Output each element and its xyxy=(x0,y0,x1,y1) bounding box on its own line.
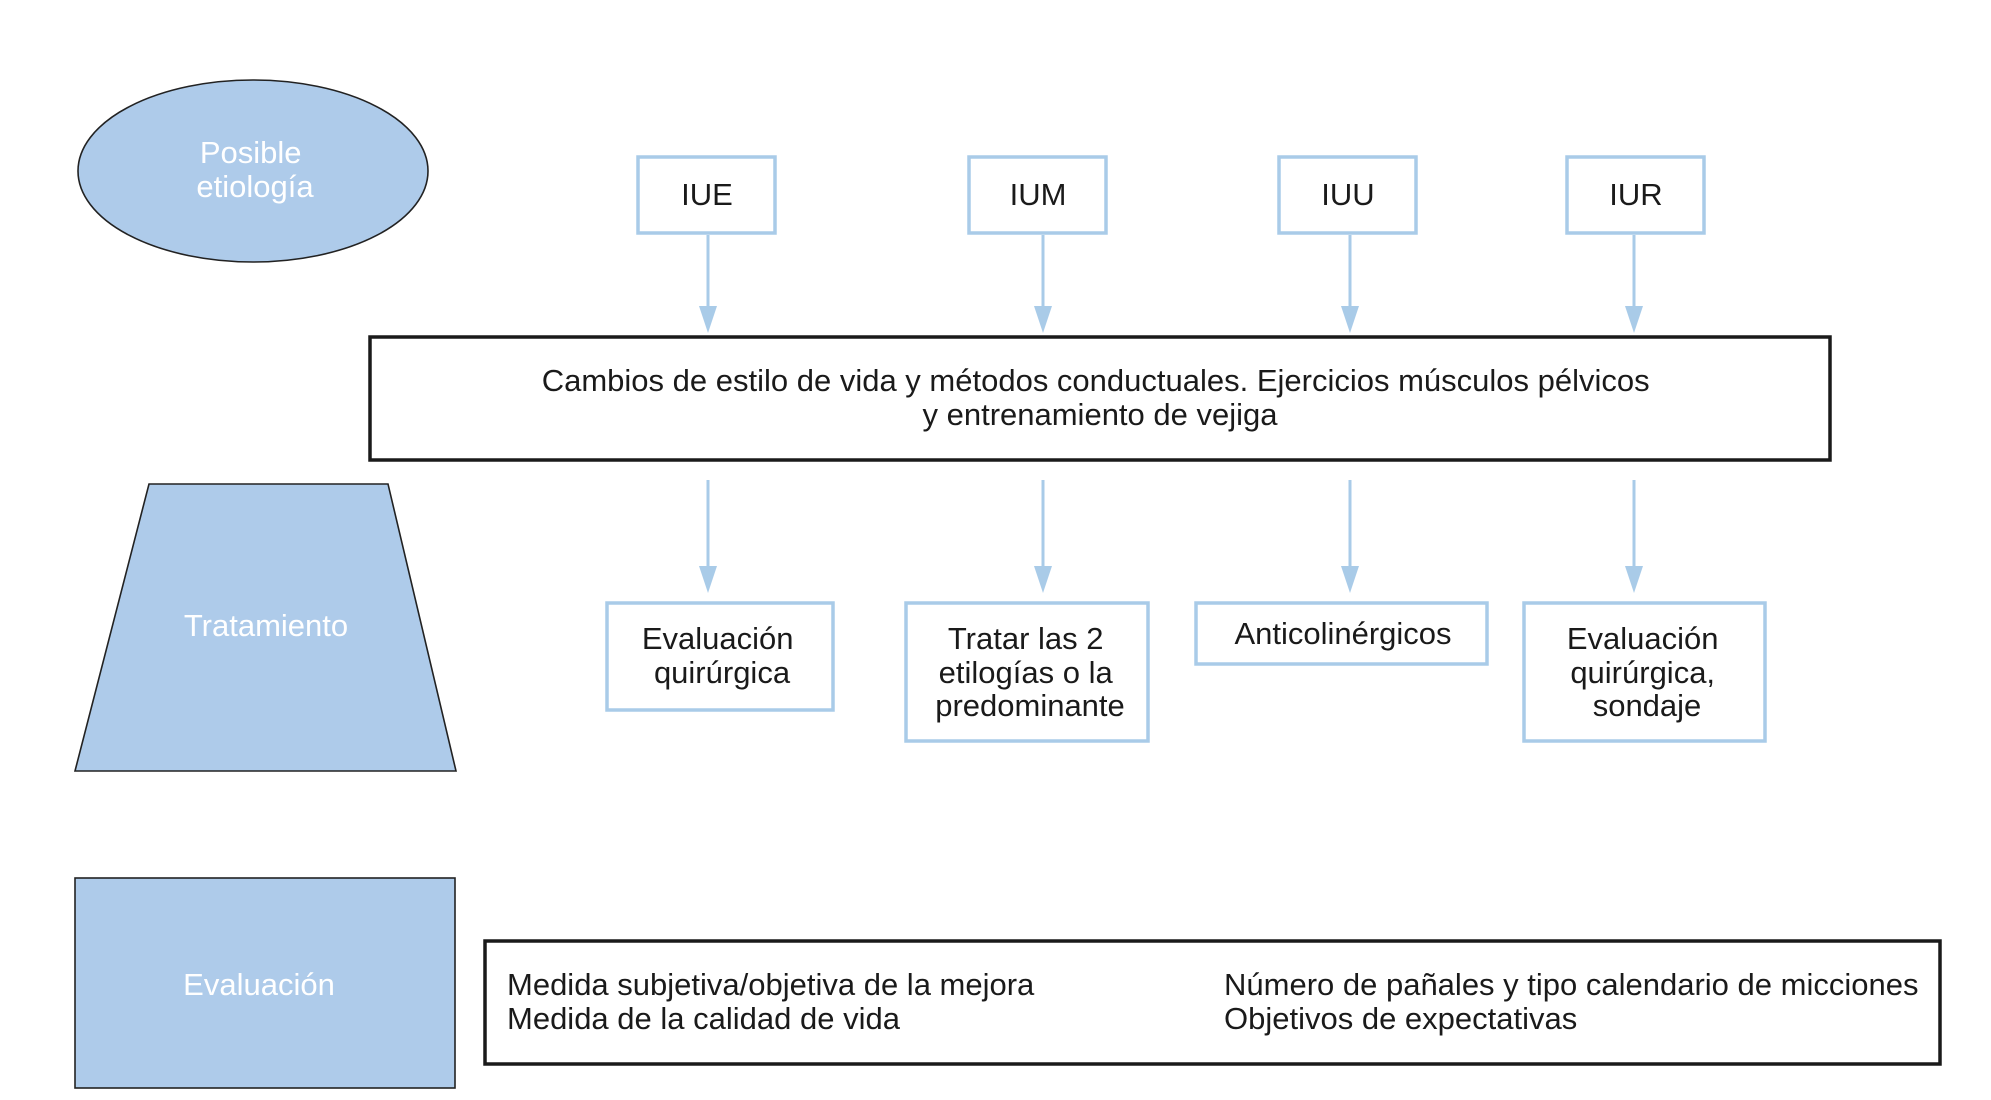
arrow-head xyxy=(1625,566,1643,593)
treatment-line: Evaluación xyxy=(642,621,794,656)
etiology-box xyxy=(967,155,1108,235)
common-treatment-box xyxy=(368,335,1832,462)
etiology-box xyxy=(636,155,777,235)
evaluation-rectangle xyxy=(74,877,456,1089)
treatment-box xyxy=(1522,601,1767,743)
common-treatment: Cambios de estilo de vida y métodos cond… xyxy=(368,335,1832,462)
etiology-type-iur: IUR xyxy=(1565,155,1706,235)
arrow-head xyxy=(1034,306,1052,333)
treatment-text: Tratar las 2 etilogías o la predominante xyxy=(935,621,1125,723)
treatment-trapezoid xyxy=(73,483,458,772)
treatment-line: Tratar las 2 xyxy=(948,621,1104,656)
evaluation-left-text: Medida subjetiva/objetiva de la mejora M… xyxy=(507,967,1043,1036)
treatment-text: Evaluación quirúrgica xyxy=(642,621,802,690)
etiology-type-label: IUE xyxy=(681,177,733,212)
treatment-line: sondaje xyxy=(1593,688,1702,723)
etiology-type-ium: IUM xyxy=(967,155,1108,235)
treatment-both-etiologies: Tratar las 2 etilogías o la predominante xyxy=(904,601,1150,743)
treatment-text: Anticolinérgicos xyxy=(1234,616,1451,651)
treatment-line: Evaluación xyxy=(1567,621,1719,656)
evaluation-category: Evaluación xyxy=(74,877,456,1089)
arrow-head xyxy=(699,306,717,333)
arrow-head xyxy=(1341,566,1359,593)
arrow-head xyxy=(699,566,717,593)
evaluation-item: Medida subjetiva/objetiva de la mejora xyxy=(507,967,1035,1002)
treatment-text: Evaluación quirúrgica, sondaje xyxy=(1567,621,1727,723)
evaluation-box xyxy=(483,939,1942,1066)
evaluation-details: Medida subjetiva/objetiva de la mejora M… xyxy=(483,939,1942,1066)
etiology-type-label: IUR xyxy=(1609,177,1662,212)
treatment-surgical-evaluation: Evaluación quirúrgica xyxy=(605,601,835,712)
common-treatment-line-2: y entrenamiento de vejiga xyxy=(922,397,1278,432)
treatment-line: quirúrgica xyxy=(654,655,791,690)
evaluation-item: Número de pañales y tipo calendario de m… xyxy=(1224,967,1918,1002)
arrows-to-common-treatment xyxy=(699,235,1643,333)
treatment-surgical-evaluation-catheter: Evaluación quirúrgica, sondaje xyxy=(1522,601,1767,743)
arrow-head xyxy=(1625,306,1643,333)
treatment-line: etilogías o la xyxy=(939,655,1114,690)
evaluation-label: Evaluación xyxy=(183,967,335,1002)
common-treatment-text: Cambios de estilo de vida y métodos cond… xyxy=(542,363,1659,432)
treatment-anticholinergics: Anticolinérgicos xyxy=(1194,601,1489,666)
treatment-category: Tratamiento xyxy=(73,483,458,772)
etiology-category: Posible etiología xyxy=(77,79,429,263)
treatment-line: predominante xyxy=(935,688,1125,723)
etiology-box xyxy=(1565,155,1706,235)
etiology-ellipse xyxy=(77,79,429,263)
etiology-type-iuu: IUU xyxy=(1277,155,1418,235)
evaluation-item: Medida de la calidad de vida xyxy=(507,1001,901,1036)
etiology-type-iue: IUE xyxy=(636,155,777,235)
common-treatment-line-1: Cambios de estilo de vida y métodos cond… xyxy=(542,363,1650,398)
etiology-type-label: IUU xyxy=(1321,177,1374,212)
etiology-type-label: IUM xyxy=(1010,177,1067,212)
evaluation-item: Objetivos de expectativas xyxy=(1224,1001,1577,1036)
treatment-box xyxy=(605,601,835,712)
arrow-head xyxy=(1341,306,1359,333)
evaluation-right-text: Número de pañales y tipo calendario de m… xyxy=(1224,967,1927,1036)
etiology-label-line-2: etiología xyxy=(196,169,314,204)
treatment-label: Tratamiento xyxy=(184,608,348,643)
etiology-label: Posible etiología xyxy=(196,135,314,204)
treatment-box xyxy=(904,601,1150,743)
arrows-to-specific-treatments xyxy=(699,480,1643,593)
treatment-box xyxy=(1194,601,1489,666)
etiology-box xyxy=(1277,155,1418,235)
treatment-line: quirúrgica, xyxy=(1570,655,1715,690)
arrow-head xyxy=(1034,566,1052,593)
etiology-label-line-1: Posible xyxy=(200,135,302,170)
